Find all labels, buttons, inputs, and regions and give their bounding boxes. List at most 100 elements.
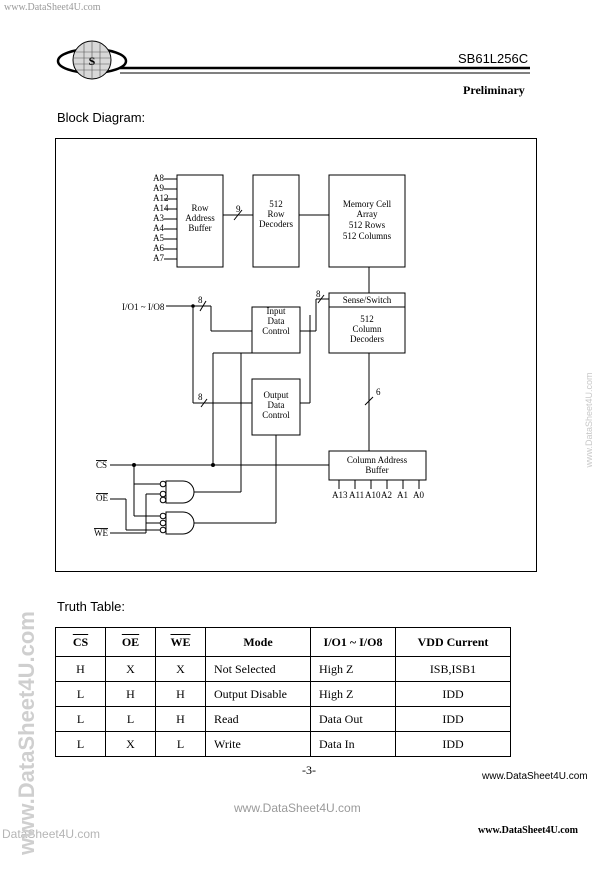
watermark-vertical-left: www.DataSheet4U.com (14, 611, 39, 855)
block-diagram: A8 A9 A12 A14 A3 A4 A5 A6 A7 Row Address… (55, 138, 537, 572)
output-control-label: Output (263, 390, 289, 400)
we-label: WE (94, 528, 108, 538)
column-header: WE (155, 627, 206, 657)
column-pin-label: A0 (413, 490, 424, 500)
column-pin-label: A2 (381, 490, 392, 500)
output-control-label: Data (268, 400, 285, 410)
address-pin-label: A6 (153, 243, 164, 253)
io-label: I/O1 ~ I/O8 (122, 302, 165, 312)
table-cell: L (105, 706, 156, 732)
table-cell: IDD (395, 731, 511, 757)
input-control-box (251, 306, 301, 354)
table-cell: L (55, 731, 106, 757)
sense-switch-label: Sense/Switch (343, 295, 392, 305)
memory-array-box (328, 174, 406, 268)
truth-table-heading: Truth Table: (57, 599, 125, 614)
column-header: Mode (205, 627, 311, 657)
table-cell: H (55, 656, 106, 682)
address-pin-label: A3 (153, 213, 164, 223)
memory-array-label: Memory Cell (343, 199, 392, 209)
table-cell: ISB,ISB1 (395, 656, 511, 682)
table-cell: Data In (310, 731, 396, 757)
address-pin-label: A5 (153, 233, 164, 243)
column-decoders-box (328, 292, 406, 354)
watermark-vertical-right: www.DataSheet4U.com (584, 372, 594, 468)
column-bus-width: 6 (376, 387, 381, 397)
table-cell: Write (205, 731, 311, 757)
column-decoders-label: Decoders (350, 334, 384, 344)
table-cell: L (155, 731, 206, 757)
table-row: H X X Not Selected High Z ISB,ISB1 (55, 656, 511, 682)
row-address-buffer-box (176, 174, 224, 268)
table-cell: Read (205, 706, 311, 732)
output-bus-width: 8 (198, 392, 203, 402)
status-label: Preliminary (463, 83, 525, 97)
row-buffer-label: Row (191, 203, 209, 213)
svg-text:S: S (89, 54, 96, 68)
table-cell: L (55, 681, 106, 707)
table-cell: IDD (395, 681, 511, 707)
column-buffer-label: Column Address (347, 455, 408, 465)
row-decoders-label: 512 (269, 199, 283, 209)
table-cell: Data Out (310, 706, 396, 732)
column-header: VDD Current (395, 627, 511, 657)
table-cell: Not Selected (205, 656, 311, 682)
watermark-footer-center: www.DataSheet4U.com (234, 801, 361, 815)
table-cell: H (155, 681, 206, 707)
watermark-bottom-left: DataSheet4U.com (2, 827, 101, 841)
column-header: CS (55, 627, 106, 657)
memory-array-label: 512 Rows (349, 220, 386, 230)
part-number: SB61L256C (458, 51, 529, 66)
column-pin-label: A10 (365, 490, 381, 500)
header-rule (120, 66, 530, 74)
table-row: L X L Write Data In IDD (55, 731, 511, 757)
column-header: OE (105, 627, 156, 657)
oe-label: OE (96, 493, 108, 503)
io-bus-width: 8 (198, 295, 203, 305)
input-control-label: Data (268, 316, 285, 326)
address-pin-label: A12 (153, 193, 169, 203)
column-pin-label: A13 (332, 490, 348, 500)
address-pin-label: A8 (153, 173, 164, 183)
watermark-bottom-right: www.DataSheet4U.com (478, 825, 578, 836)
page-number: -3- (302, 763, 316, 777)
table-row: L L H Read Data Out IDD (55, 706, 511, 732)
address-pin-label: A14 (153, 203, 169, 213)
table-cell: H (105, 681, 156, 707)
column-header: I/O1 ~ I/O8 (310, 627, 396, 657)
block-diagram-svg: A8 A9 A12 A14 A3 A4 A5 A6 A7 Row Address… (94, 173, 427, 538)
table-cell: L (55, 706, 106, 732)
cs-label: CS (96, 460, 107, 470)
address-pin-label: A9 (153, 183, 164, 193)
row-decoders-label: Decoders (259, 219, 293, 229)
memory-array-label: 512 Columns (343, 231, 392, 241)
table-cell: Output Disable (205, 681, 311, 707)
input-control-label: Input (267, 306, 286, 316)
column-decoders-label: Column (352, 324, 382, 334)
row-decoders-box (252, 174, 300, 268)
table-cell: X (155, 656, 206, 682)
column-buffer-label: Buffer (365, 465, 388, 475)
row-buffer-label: Buffer (188, 223, 211, 233)
table-cell: X (105, 656, 156, 682)
output-control-label: Control (262, 410, 290, 420)
table-cell: High Z (310, 681, 396, 707)
address-pin-label: A4 (153, 223, 164, 233)
table-cell: High Z (310, 656, 396, 682)
table-cell: H (155, 706, 206, 732)
watermark-footer-right: www.DataSheet4U.com (482, 771, 588, 782)
column-pin-label: A1 (397, 490, 408, 500)
company-logo: S (56, 40, 128, 80)
truth-table-header-row: CS OE WE Mode I/O1 ~ I/O8 VDD Current (55, 627, 511, 657)
address-pin-label: A7 (153, 253, 164, 263)
table-row: L H H Output Disable High Z IDD (55, 681, 511, 707)
input-control-label: Control (262, 326, 290, 336)
column-pin-label: A11 (349, 490, 364, 500)
row-buffer-label: Address (185, 213, 215, 223)
table-cell: X (105, 731, 156, 757)
row-bus-width: 9 (236, 204, 241, 214)
row-decoders-label: Row (267, 209, 285, 219)
column-decoders-label: 512 (360, 314, 374, 324)
sense-bus-width: 8 (316, 289, 321, 299)
truth-table: CS OE WE Mode I/O1 ~ I/O8 VDD Current H … (55, 627, 511, 757)
